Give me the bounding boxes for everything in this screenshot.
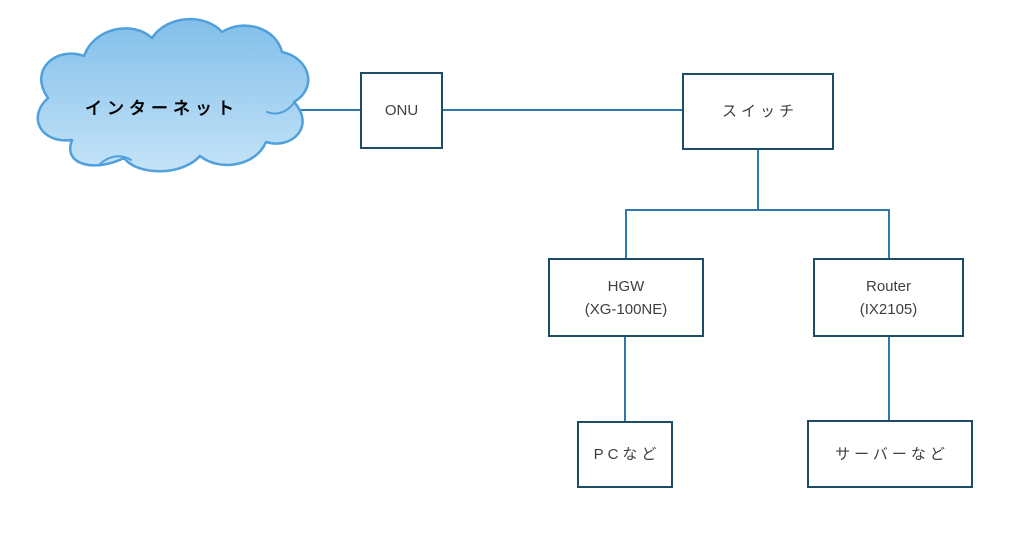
internet-cloud-shape bbox=[36, 18, 310, 173]
node-hgw-sublabel: (XG-100NE) bbox=[584, 300, 668, 318]
node-onu-label: ONU bbox=[384, 102, 419, 119]
node-pc-label: PCなど bbox=[593, 446, 661, 463]
node-switch-label: スイッチ bbox=[721, 103, 798, 120]
node-onu: ONU bbox=[360, 72, 443, 149]
internet-cloud-label: インターネット bbox=[85, 99, 239, 118]
node-router-label: Router bbox=[865, 277, 912, 295]
node-router: Router (IX2105) bbox=[813, 258, 964, 337]
node-router-sublabel: (IX2105) bbox=[859, 300, 918, 318]
node-hgw-label: HGW bbox=[607, 277, 645, 295]
cloud-curl-right-icon bbox=[266, 102, 295, 115]
node-pc: PCなど bbox=[577, 421, 673, 488]
cloud-curl-left-icon bbox=[99, 155, 132, 165]
node-switch: スイッチ bbox=[682, 73, 834, 150]
node-server-label: サーバーなど bbox=[835, 445, 949, 463]
node-hgw: HGW (XG-100NE) bbox=[548, 258, 704, 337]
node-server: サーバーなど bbox=[807, 420, 973, 488]
